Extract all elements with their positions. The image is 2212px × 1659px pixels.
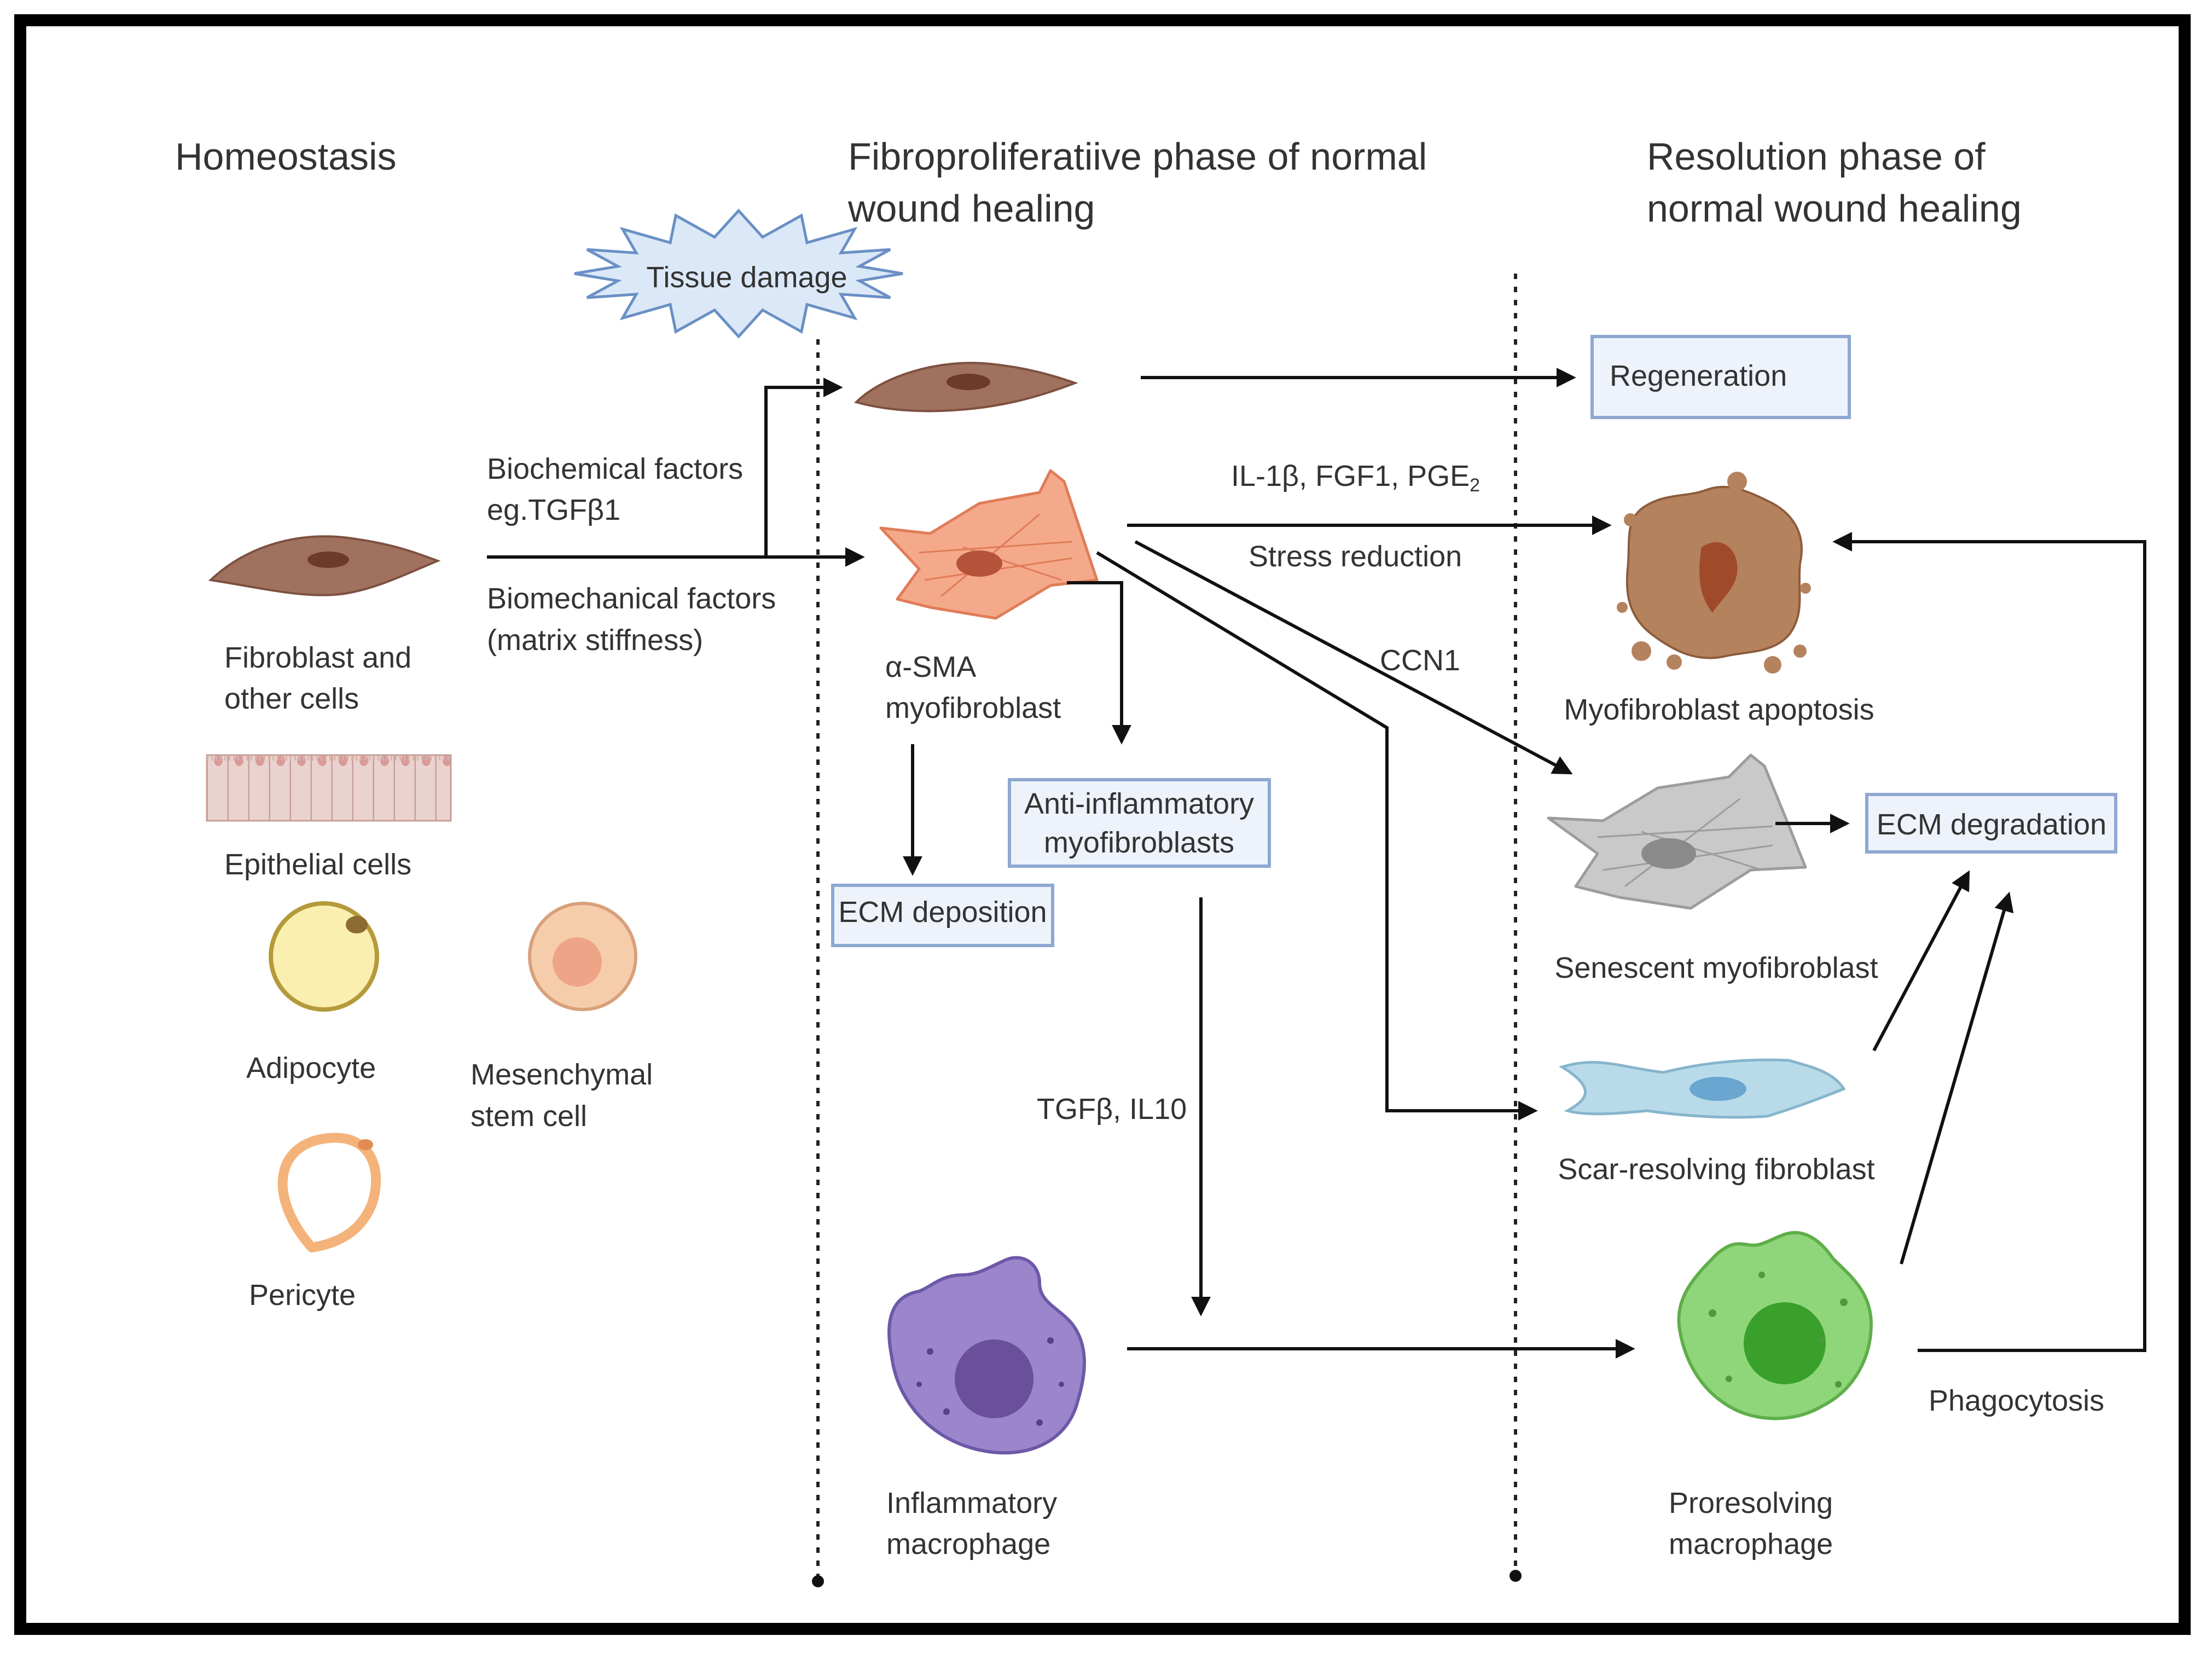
mesenchymal-stem-cell-icon [528,902,637,1011]
il1b-fgf1-pge2-label: IL-1β, FGF1, PGE2 [1231,460,1480,496]
biomechanical-factors-label: Biomechanical factors [487,582,776,615]
proresolving-macrophage-label-line2: macrophage [1669,1528,1833,1561]
adipocyte-label: Adipocyte [246,1052,376,1084]
scar-resolving-fibroblast-label: Scar-resolving fibroblast [1558,1153,1874,1186]
senescent-myofibroblast-icon [1547,753,1807,910]
tissue-damage-burst-icon [574,208,903,339]
myofibroblast-apoptosis-icon [1617,472,1811,674]
stress-reduction-label: Stress reduction [1249,540,1462,573]
heading-fibroproliferative-line2: wound healing [847,187,1095,230]
inflammatory-macrophage-label-line2: macrophage [886,1528,1050,1561]
inflammatory-macrophage-label: Inflammatory [886,1487,1057,1519]
ecm-deposition-box [831,884,1054,947]
epithelial-label: Epithelial cells [224,848,411,881]
tgfb-il10-label: TGFβ, IL10 [1037,1093,1187,1126]
fibroblast-icon [208,535,441,596]
anti-inflammatory-label-line2: myofibroblasts [1044,826,1234,859]
ecm-degradation-box [1865,793,2117,854]
activated-fibroblast-icon [854,362,1078,413]
biochemical-factors-example: eg.TGFβ1 [487,494,620,526]
regeneration-box [1590,335,1851,419]
ccn1-label: CCN1 [1380,644,1460,677]
msc-label-line2: stem cell [471,1100,587,1133]
scar-resolving-fibroblast-icon [1558,1058,1846,1119]
fibroblast-label: Fibroblast and [224,641,411,674]
epithelial-cells-icon [206,754,452,822]
heading-fibroproliferative: Fibroproliferatiive phase of normal [848,135,1427,178]
divider-end-dot [1509,1570,1522,1582]
heading-resolution-line2: normal wound healing [1647,187,2022,230]
arrow-phagocytosis [1832,532,2146,1352]
pericyte-icon [277,1133,381,1252]
arrow-to-activated-fibroblast [764,378,843,557]
ecm-deposition-label: ECM deposition [838,896,1047,929]
arrow-to-scar-resolving [1096,551,1538,1121]
arrow-scar-to-degradation [1872,870,1970,1052]
regeneration-label: Regeneration [1610,359,1787,392]
phagocytosis-label: Phagocytosis [1929,1384,2104,1417]
myofibroblast-label: α-SMA [885,651,976,683]
heading-resolution: Resolution phase of [1647,135,1985,178]
anti-inflammatory-myofibroblasts-box [1008,778,1271,868]
proresolving-macrophage-label: Proresolving [1669,1487,1833,1519]
arrow-macrophage-to-degradation [1900,891,2014,1264]
biomechanical-factors-detail: (matrix stiffness) [487,624,703,657]
anti-inflammatory-label: Anti-inflammatory [1024,787,1254,820]
pericyte-label: Pericyte [249,1279,356,1312]
inflammatory-macrophage-icon [887,1256,1086,1455]
arrow-to-anti-inflammatory [1067,581,1131,745]
fibroblast-label-line2: other cells [224,682,359,715]
msc-label: Mesenchymal [471,1058,653,1091]
myofibroblast-icon [879,469,1099,620]
tissue-damage-label: Tissue damage [646,261,847,294]
adipocyte-icon [269,901,379,1012]
heading-homeostasis: Homeostasis [175,135,397,178]
proresolving-macrophage-icon [1677,1231,1873,1420]
biochemical-factors-label: Biochemical factors [487,453,743,485]
ecm-degradation-label: ECM degradation [1877,808,2106,841]
myofibroblast-label-line2: myofibroblast [885,692,1061,724]
senescent-myofibroblast-label: Senescent myofibroblast [1554,952,1878,984]
divider-end-dot [812,1575,824,1587]
myofibroblast-apoptosis-label: Myofibroblast apoptosis [1564,693,1874,726]
arrow-to-senescence [1134,540,1573,775]
